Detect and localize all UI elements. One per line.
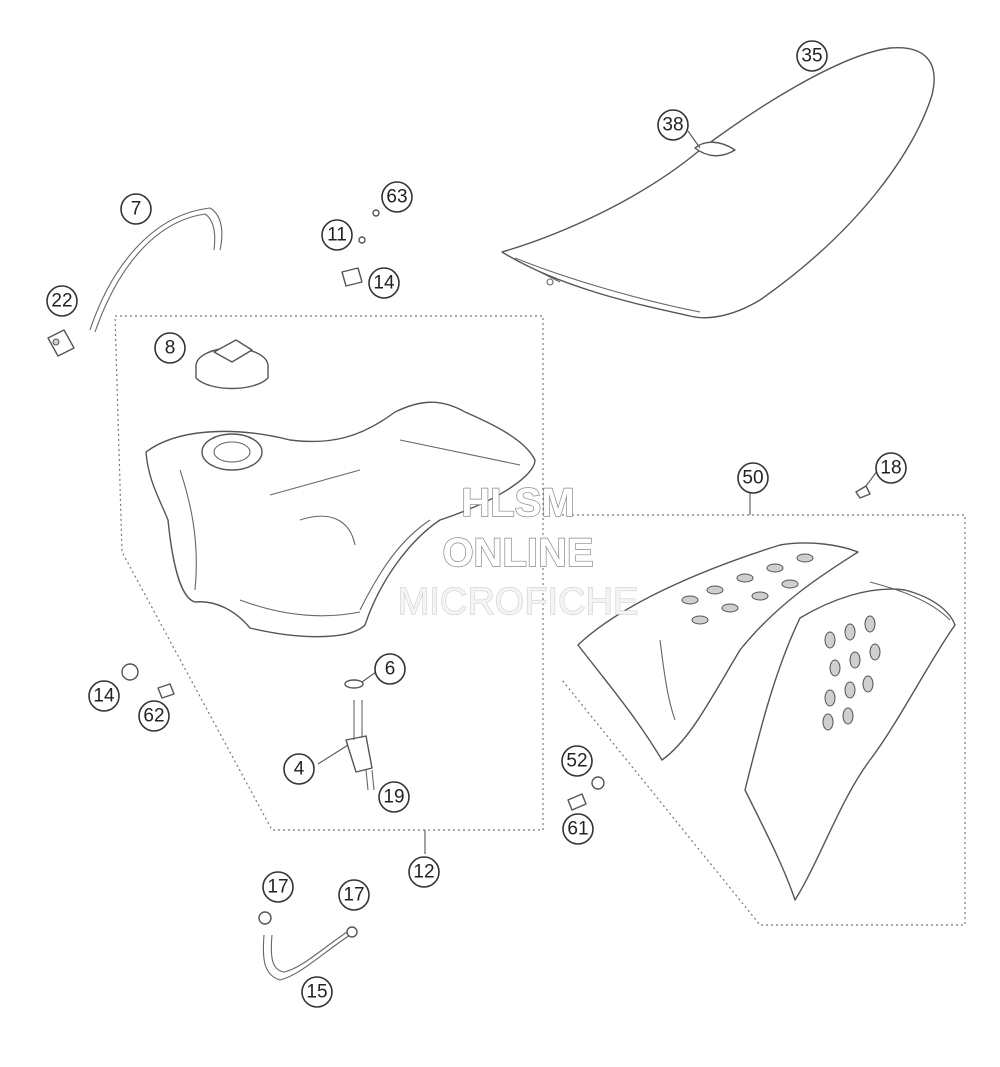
- callout-8: 8: [154, 332, 186, 364]
- right-side-cover: [744, 581, 956, 901]
- callout-38: 38: [657, 109, 689, 141]
- cover-vent-holes: [681, 553, 881, 731]
- svg-text:52: 52: [566, 751, 587, 772]
- svg-text:11: 11: [327, 225, 347, 246]
- callout-22: 22: [46, 285, 78, 317]
- callout-17-left: 17: [262, 871, 294, 903]
- svg-text:22: 22: [51, 291, 72, 312]
- svg-text:6: 6: [385, 659, 396, 680]
- svg-text:17: 17: [343, 885, 364, 906]
- callout-14-left: 14: [88, 680, 120, 712]
- callout-62: 62: [138, 700, 170, 732]
- fuel-cap: [195, 339, 269, 390]
- callout-11: 11: [321, 219, 353, 251]
- watermark-line1: HLSM: [461, 481, 574, 525]
- svg-text:12: 12: [413, 862, 434, 883]
- svg-text:63: 63: [386, 187, 407, 208]
- callout-15: 15: [301, 976, 333, 1008]
- callout-50: 50: [737, 462, 769, 494]
- watermark: HLSM ONLINE MICROFICHE: [397, 480, 639, 623]
- callout-12: 12: [408, 856, 440, 888]
- callout-63: 63: [381, 181, 413, 213]
- callout-61: 61: [562, 813, 594, 845]
- callout-52: 52: [561, 745, 593, 777]
- breather-hose: [89, 207, 223, 333]
- svg-text:7: 7: [131, 199, 142, 220]
- svg-text:17: 17: [267, 877, 288, 898]
- callout-17-right: 17: [338, 879, 370, 911]
- callout-18: 18: [875, 452, 907, 484]
- callout-4: 4: [283, 753, 315, 785]
- svg-text:35: 35: [801, 46, 822, 67]
- callout-19: 19: [378, 781, 410, 813]
- seat: [501, 46, 935, 319]
- svg-text:50: 50: [742, 468, 763, 489]
- hardware-left: [121, 663, 175, 699]
- svg-text:19: 19: [383, 787, 404, 808]
- svg-text:62: 62: [143, 706, 164, 727]
- svg-text:8: 8: [165, 338, 176, 359]
- tank-group-boundary: [114, 315, 544, 831]
- svg-text:14: 14: [373, 273, 395, 294]
- watermark-line2: ONLINE: [442, 531, 593, 575]
- svg-text:18: 18: [880, 458, 901, 479]
- fuel-tap: [344, 679, 375, 791]
- svg-text:15: 15: [306, 982, 327, 1003]
- left-side-cover: [577, 542, 859, 761]
- hardware-right: [567, 485, 871, 811]
- fuel-tank: [145, 401, 536, 638]
- svg-text:61: 61: [567, 819, 588, 840]
- svg-text:14: 14: [93, 686, 115, 707]
- leader-lines: [317, 130, 879, 854]
- callout-35: 35: [796, 40, 828, 72]
- svg-text:38: 38: [662, 115, 683, 136]
- callout-6: 6: [374, 653, 406, 685]
- svg-text:4: 4: [294, 759, 305, 780]
- callout-7: 7: [120, 193, 152, 225]
- watermark-line3: MICROFICHE: [398, 581, 639, 623]
- callout-14-top: 14: [368, 267, 400, 299]
- hardware-top: [47, 209, 380, 357]
- fuel-hose: [258, 911, 358, 981]
